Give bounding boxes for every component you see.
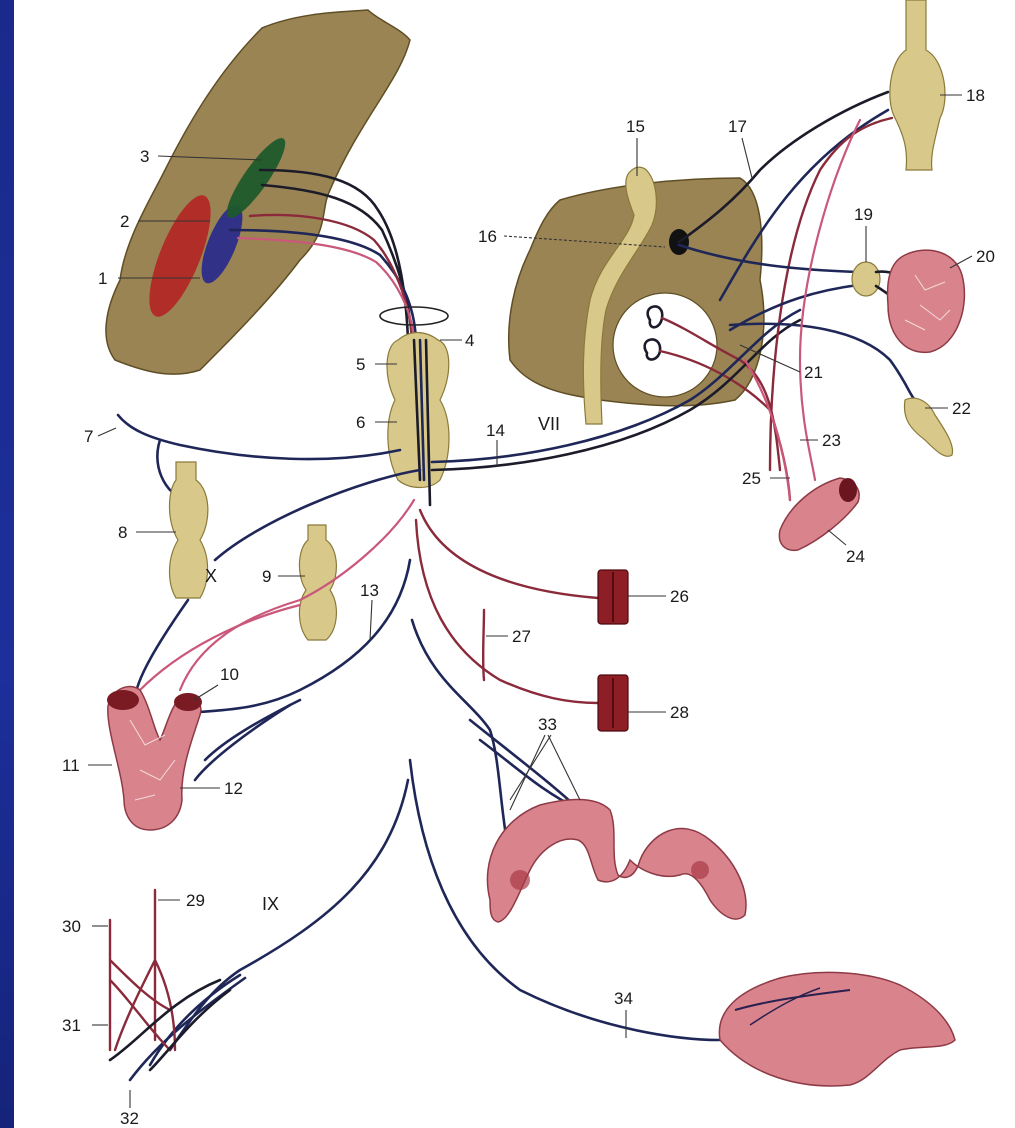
label-24: 24 — [846, 547, 865, 566]
label-25: 25 — [742, 469, 761, 488]
label-6: 6 — [356, 413, 365, 432]
label-19: 19 — [854, 205, 873, 224]
muscle-34 — [719, 972, 955, 1086]
label-13: 13 — [360, 581, 379, 600]
ganglion-19 — [852, 262, 880, 296]
label-30: 30 — [62, 917, 81, 936]
label-14: 14 — [486, 421, 505, 440]
label-22: 22 — [952, 399, 971, 418]
label-8: 8 — [118, 523, 127, 542]
label-10: 10 — [220, 665, 239, 684]
label-28: 28 — [670, 703, 689, 722]
label-18: 18 — [966, 86, 985, 105]
label-16: 16 — [478, 227, 497, 246]
label-33: 33 — [538, 715, 557, 734]
label-9: 9 — [262, 567, 271, 586]
label-ix: IX — [262, 894, 279, 914]
label-17: 17 — [728, 117, 747, 136]
label-3: 3 — [140, 147, 149, 166]
label-7: 7 — [84, 427, 93, 446]
ganglion-18 — [890, 0, 945, 170]
label-23: 23 — [822, 431, 841, 450]
label-12: 12 — [224, 779, 243, 798]
label-5: 5 — [356, 355, 365, 374]
tongue-arch-33 — [487, 800, 746, 922]
structure-22 — [904, 398, 952, 456]
ganglion-8 — [170, 462, 208, 598]
label-2: 2 — [120, 212, 129, 231]
tympanic-cavity — [613, 293, 717, 397]
vessel-24-lumen — [839, 478, 857, 502]
label-32: 32 — [120, 1109, 139, 1128]
vessel-lumen-left — [107, 690, 139, 710]
label-31: 31 — [62, 1016, 81, 1035]
label-1: 1 — [98, 269, 107, 288]
label-11: 11 — [62, 756, 80, 775]
label-vii: VII — [538, 414, 560, 434]
label-20: 20 — [976, 247, 995, 266]
label-x: X — [205, 566, 217, 586]
gland-20 — [888, 250, 965, 352]
label-4: 4 — [465, 331, 474, 350]
label-15: 15 — [626, 117, 645, 136]
vessel-lumen-right — [174, 693, 202, 711]
label-29: 29 — [186, 891, 205, 910]
label-27: 27 — [512, 627, 531, 646]
label-21: 21 — [804, 363, 823, 382]
label-26: 26 — [670, 587, 689, 606]
label-34: 34 — [614, 989, 633, 1008]
